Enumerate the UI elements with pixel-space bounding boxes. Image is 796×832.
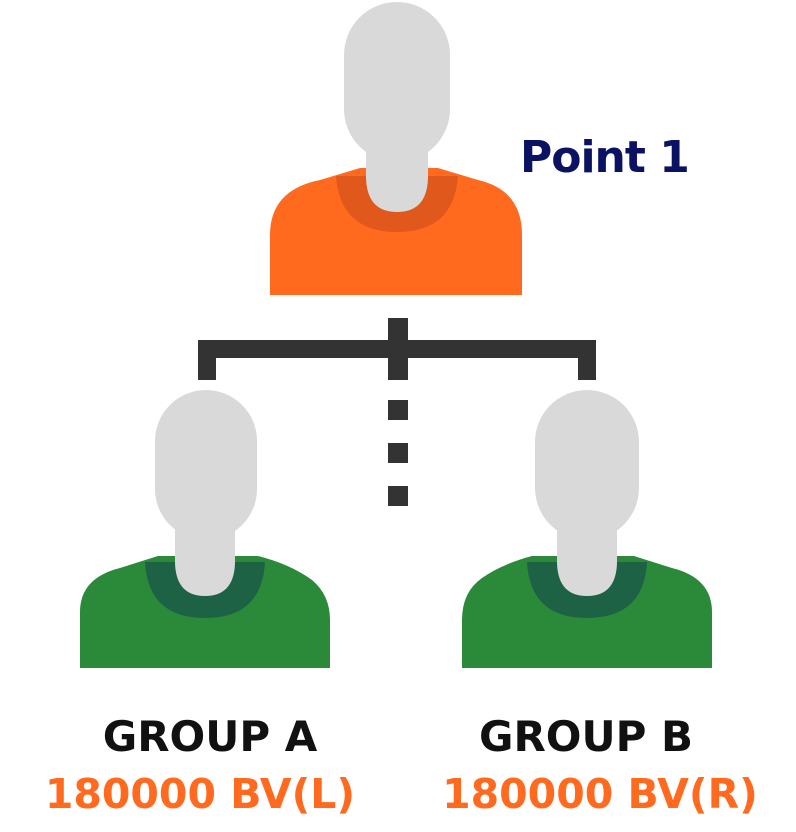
left-person-icon [80, 390, 330, 668]
left-person-head [155, 390, 257, 540]
right-person-icon [462, 390, 712, 668]
right-person-head [535, 390, 639, 540]
group-b-bv: 180000 BV(R) [442, 770, 758, 818]
connector-left-drop [198, 340, 216, 380]
top-person-icon [270, 2, 522, 295]
connector-dot-3 [388, 486, 408, 506]
connector-horizontal [198, 340, 596, 358]
connector-right-drop [578, 340, 596, 380]
group-a-bv: 180000 BV(L) [44, 770, 356, 818]
top-person-head [344, 2, 450, 162]
group-a-name: GROUP A [102, 712, 318, 761]
group-b-name: GROUP B [478, 712, 694, 761]
connector-dot-1 [388, 400, 408, 420]
connector-dot-2 [388, 443, 408, 463]
connector-lines [198, 318, 596, 506]
point-label: Point 1 [520, 132, 690, 183]
